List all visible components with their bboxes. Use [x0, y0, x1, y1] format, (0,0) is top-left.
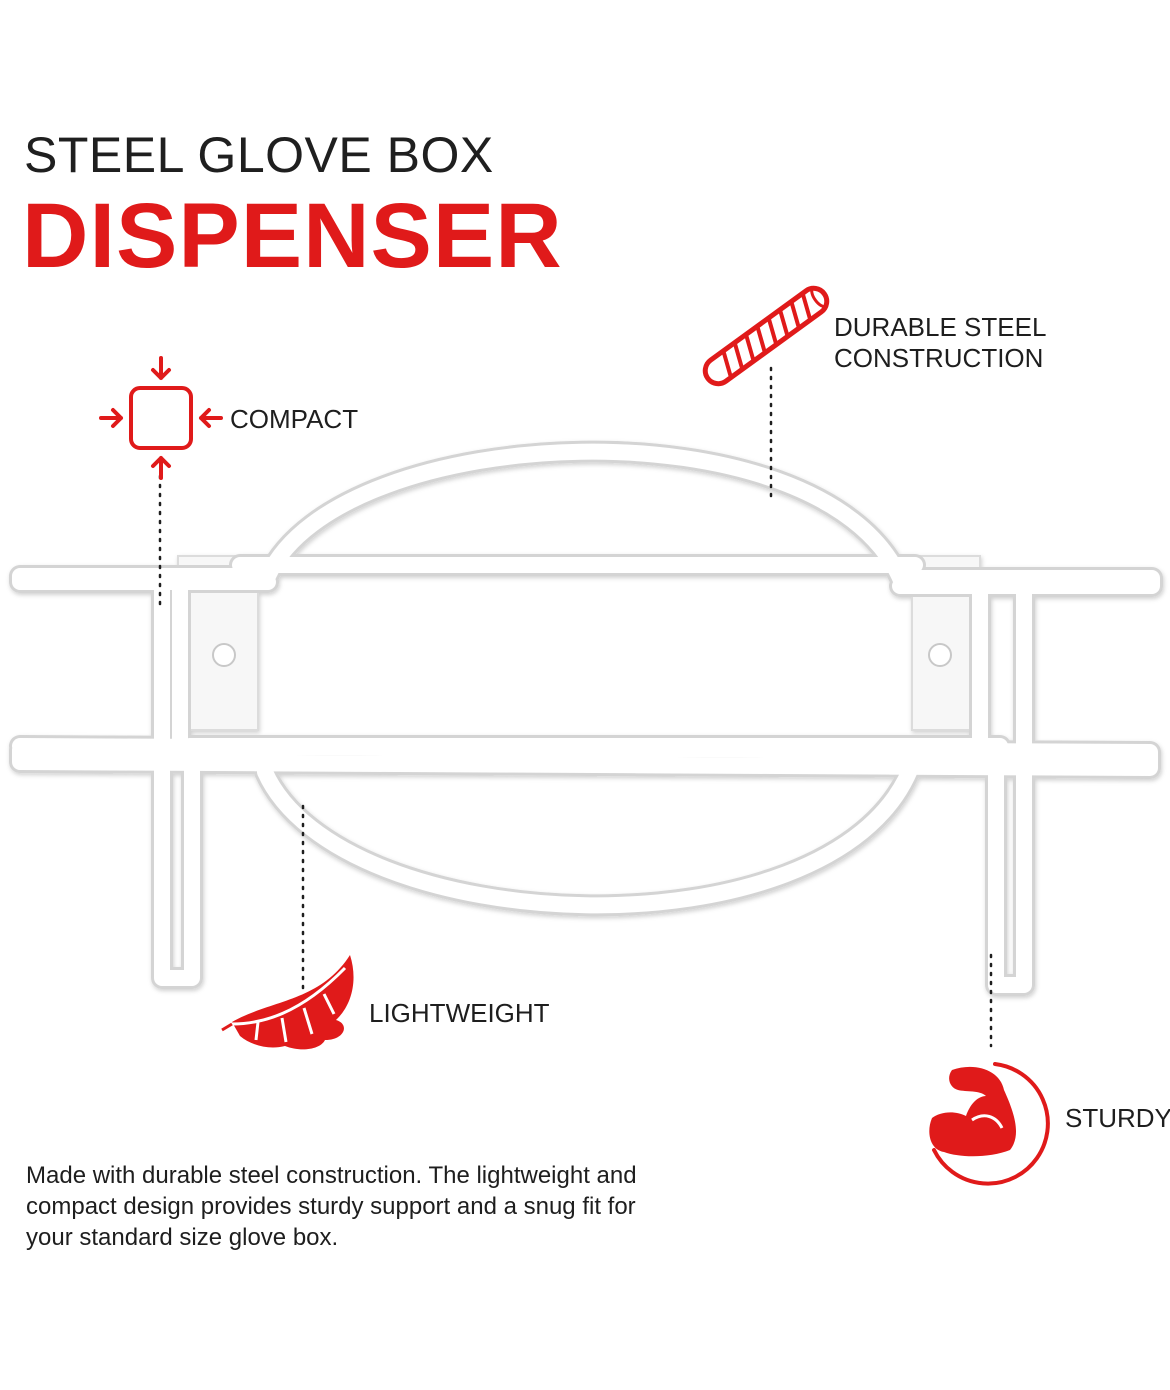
mount-hole-right	[928, 643, 952, 667]
feature-label-lightweight: LIGHTWEIGHT	[369, 998, 550, 1028]
wire-rack	[9, 440, 1163, 996]
feature-label-sturdy: STURDY	[1065, 1103, 1170, 1133]
steel-rod-icon	[702, 285, 830, 387]
title-line-2: DISPENSER	[22, 185, 563, 287]
product-description: Made with durable steel construction. Th…	[26, 1162, 637, 1251]
feature-label-compact: COMPACT	[230, 404, 359, 434]
flexed-arm-icon	[929, 1062, 1050, 1186]
title-line-1: STEEL GLOVE BOX	[24, 127, 494, 183]
feature-text-durable: DURABLE STEEL CONSTRUCTION	[834, 312, 1047, 374]
mount-hole-left	[212, 643, 236, 667]
feather-icon	[221, 955, 354, 1050]
feature-label-durable: DURABLE STEEL CONSTRUCTION	[834, 312, 1046, 374]
compact-arrows-icon	[99, 356, 223, 480]
